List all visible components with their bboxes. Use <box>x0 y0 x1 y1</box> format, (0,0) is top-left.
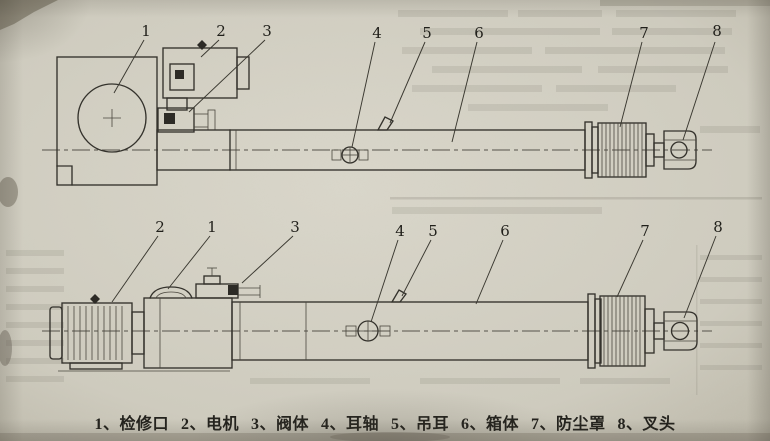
end-flange-side <box>587 293 602 369</box>
callout-number: 6 <box>474 24 484 42</box>
legend-item: 5、吊耳 <box>391 416 450 433</box>
leader-line <box>682 41 716 141</box>
valve-body-top <box>157 97 216 133</box>
callout-numbers-top: 1 2 3 4 5 6 7 8 <box>141 22 722 42</box>
motor-top <box>162 40 250 99</box>
leader-line <box>401 239 432 297</box>
callout-number: 1 <box>207 218 217 236</box>
bottom-view: 2 1 3 4 5 6 7 8 <box>42 218 723 372</box>
vent-mark <box>197 40 207 50</box>
callout-number: 5 <box>428 222 438 240</box>
callout-number: 4 <box>372 24 382 42</box>
dust-cover-bellows-top <box>597 122 647 178</box>
leader-line <box>113 39 145 94</box>
legend-item: 2、电机 <box>180 416 239 433</box>
legend-item: 8、叉头 <box>617 416 676 433</box>
leader-line <box>111 235 159 303</box>
leader-line <box>200 39 220 58</box>
inspection-port-side <box>149 286 193 299</box>
leader-line <box>616 239 644 298</box>
leader-line <box>619 41 643 128</box>
callout-number: 2 <box>155 218 165 236</box>
trunnion-side <box>345 320 391 342</box>
callout-number: 8 <box>713 218 723 236</box>
leader-line <box>167 235 211 290</box>
leader-lines-bottom <box>111 235 717 323</box>
leader-lines-top <box>113 39 716 148</box>
top-view: 1 2 3 4 5 6 7 8 <box>42 22 722 186</box>
leader-line <box>370 239 399 323</box>
leader-line <box>351 41 376 148</box>
callout-number: 6 <box>500 222 510 240</box>
callout-number: 7 <box>640 222 650 240</box>
leader-line <box>475 239 504 305</box>
valve-body-side <box>195 267 261 299</box>
callout-number: 2 <box>216 22 226 40</box>
callout-number: 4 <box>395 222 405 240</box>
fork-head-side <box>644 308 698 354</box>
gear-housing-top <box>56 56 158 186</box>
leader-line <box>241 235 294 284</box>
dust-cover-bellows-side <box>599 295 646 367</box>
callout-number: 3 <box>262 22 272 40</box>
leader-line <box>389 41 426 124</box>
lifting-lug-top <box>376 116 394 131</box>
leader-line <box>451 41 478 143</box>
trunnion-top <box>331 146 369 164</box>
callout-numbers-bottom: 2 1 3 4 5 6 7 8 <box>155 218 723 240</box>
vent-mark <box>90 294 100 304</box>
leader-line <box>683 235 717 319</box>
legend-item: 1、检修口 <box>94 416 169 433</box>
callout-number: 3 <box>290 218 300 236</box>
callout-number: 1 <box>141 22 151 40</box>
bleed-through-rule <box>390 197 762 200</box>
legend-item: 4、耳轴 <box>320 416 379 433</box>
inspection-port-circle <box>77 83 147 153</box>
leader-line <box>188 39 266 113</box>
callout-number: 8 <box>712 22 722 40</box>
legend-item: 6、箱体 <box>461 416 520 433</box>
parts-legend: 1、检修口 2、电机 3、阀体 4、耳轴 5、吊耳 6、箱体 7、防尘罩 8、叉头 <box>0 410 770 434</box>
lifting-lug-side <box>390 289 407 303</box>
fork-head-top <box>645 130 697 170</box>
legend-item: 3、阀体 <box>250 416 309 433</box>
callout-number: 5 <box>422 24 432 42</box>
callout-number: 7 <box>639 24 649 42</box>
legend-item: 7、防尘罩 <box>531 416 606 433</box>
